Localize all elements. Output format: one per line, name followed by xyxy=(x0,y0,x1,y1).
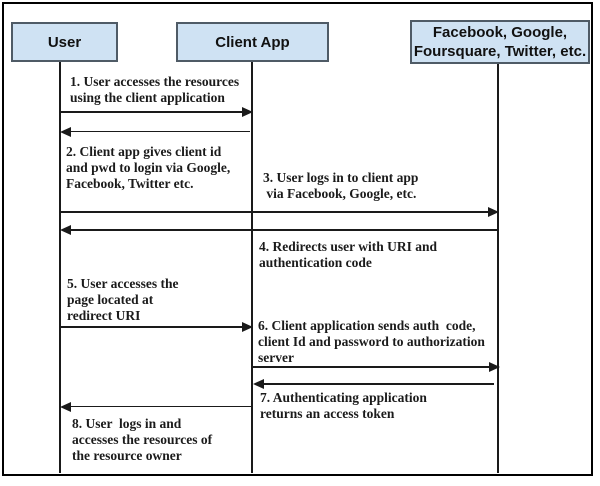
message-8-label: 8. User logs in and accesses the resourc… xyxy=(72,416,213,463)
message-1-label: 1. User accesses the resources using the… xyxy=(70,74,240,105)
message-6-label: 6. Client application sends auth code, c… xyxy=(258,318,485,365)
message-7-label: 7. Authenticating application returns an… xyxy=(260,390,427,421)
message-5-arrow xyxy=(60,326,242,328)
message-4-label: 4. Redirects user with URI and authentic… xyxy=(259,239,438,270)
message-1-arrow xyxy=(60,111,242,113)
client-app-lifeline xyxy=(251,62,253,473)
auth-providers-lifeline xyxy=(497,64,499,473)
actor-box-client-app: Client App xyxy=(176,22,329,62)
message-4-arrow xyxy=(71,229,497,231)
message-3-label: 3. User logs in to client app via Facebo… xyxy=(263,170,419,201)
message-7-arrow xyxy=(264,383,494,385)
message-5-label: 5. User accesses the page located at red… xyxy=(67,276,179,323)
message-2-label: 2. Client app gives client id and pwd to… xyxy=(66,144,231,191)
message-2-arrow xyxy=(71,131,250,132)
user-lifeline xyxy=(59,62,61,473)
message-8-arrow xyxy=(71,406,251,407)
actor-box-user: User xyxy=(11,22,118,62)
diagram-border xyxy=(2,2,593,476)
message-6-arrow xyxy=(253,366,489,368)
actor-box-auth-providers: Facebook, Google, Foursquare, Twitter, e… xyxy=(410,20,590,64)
message-3-arrow xyxy=(60,211,488,213)
